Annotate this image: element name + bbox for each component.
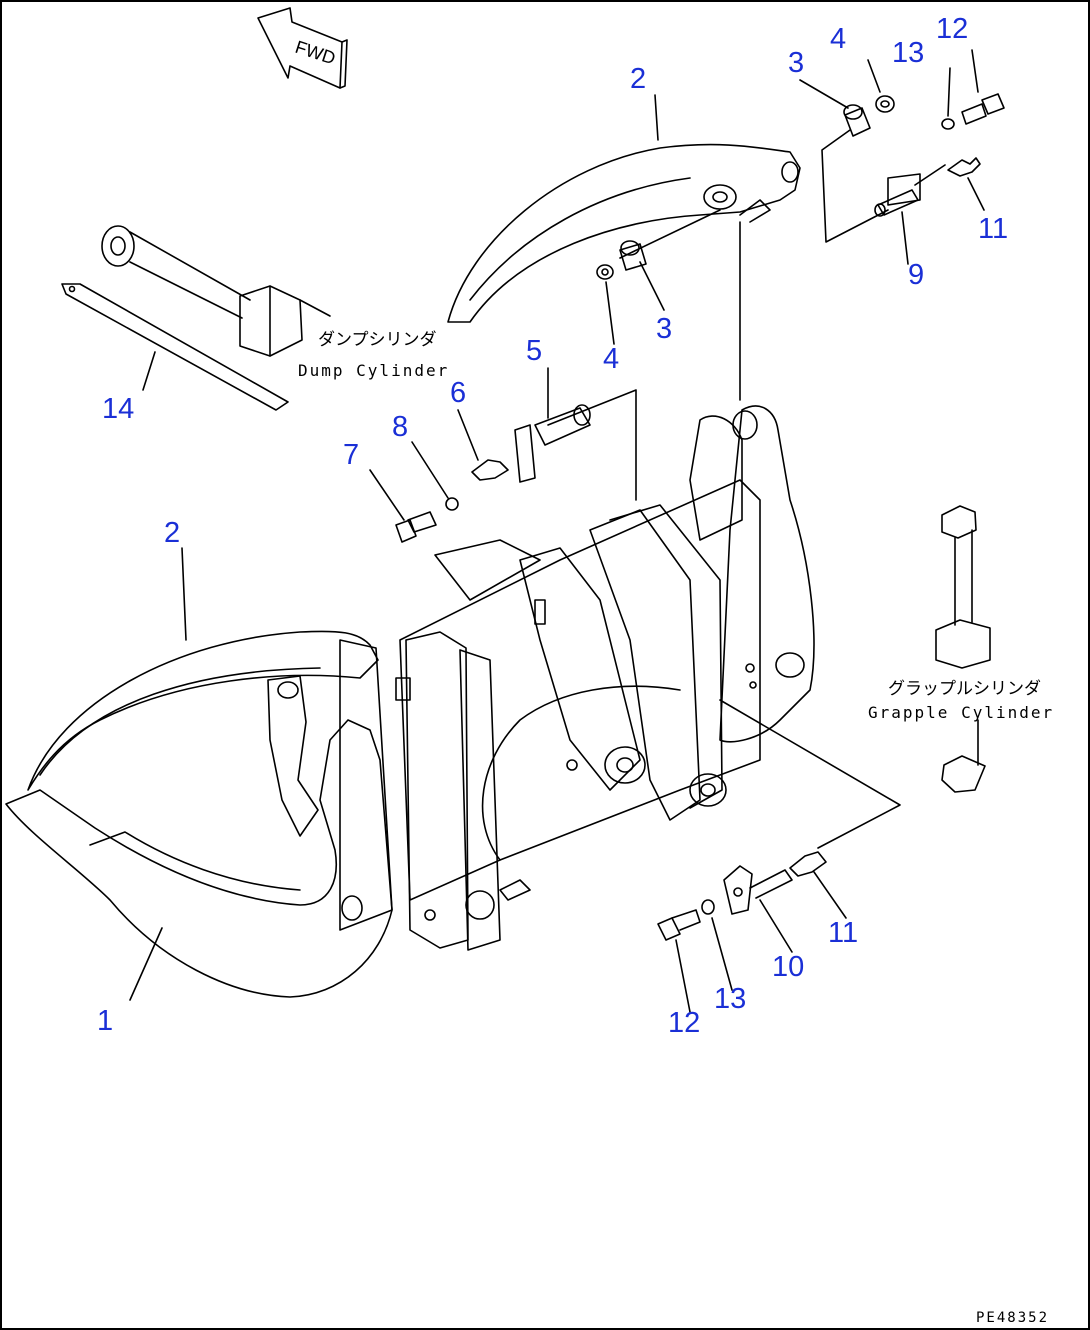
lock-washer-lower [701, 899, 715, 915]
washer-mid [596, 264, 614, 280]
grapple-cylinder [935, 505, 991, 793]
bushing-top [843, 104, 871, 137]
callout-2-lower: 2 [164, 517, 180, 549]
upper-grapple-arm [447, 143, 801, 323]
callout-3-mid: 3 [656, 313, 672, 345]
callout-leaders [129, 49, 985, 1013]
callout-6: 6 [450, 377, 466, 409]
dump-cylinder-label-en: Dump Cylinder [298, 361, 449, 380]
pin-5 [514, 404, 591, 483]
pin-10 [723, 865, 793, 915]
callout-3-top: 3 [788, 47, 804, 79]
dump-cylinder [101, 225, 331, 357]
callout-4-mid: 4 [603, 343, 619, 375]
grease-fitting-lower [789, 851, 827, 877]
grease-fitting-6 [471, 459, 509, 481]
callout-7: 7 [343, 439, 359, 471]
pin-9 [874, 173, 921, 217]
callout-2-upper: 2 [630, 63, 646, 95]
drawing-code: PE48352 [976, 1310, 1049, 1326]
bolt-7 [395, 511, 437, 543]
bolt-lower [657, 909, 701, 941]
callout-13-lower: 13 [714, 983, 746, 1015]
callout-12-lower: 12 [668, 1007, 700, 1039]
callout-12-top: 12 [936, 13, 968, 45]
grapple-cylinder-label-en: Grapple Cylinder [868, 703, 1054, 722]
callout-13-top: 13 [892, 37, 924, 69]
callout-10: 10 [772, 951, 804, 983]
callout-9: 9 [908, 259, 924, 291]
bolt-top [961, 93, 1005, 125]
callout-1: 1 [97, 1005, 113, 1037]
grapple-body [5, 405, 815, 998]
washer-top [875, 95, 895, 113]
callout-4-top: 4 [830, 23, 846, 55]
forward-label: FWD [293, 37, 338, 69]
leader-lines [547, 129, 979, 849]
grease-fitting-top [947, 157, 981, 177]
callout-5: 5 [526, 335, 542, 367]
washer-8 [445, 497, 459, 511]
part-14-strip [61, 283, 289, 411]
lock-washer-top [941, 118, 955, 130]
forward-arrow-icon: FWD [257, 7, 348, 89]
callout-11-top: 11 [978, 213, 1008, 245]
grapple-cylinder-label-jp: グラップルシリンダ [888, 679, 1041, 699]
callout-8: 8 [392, 411, 408, 443]
dump-cylinder-label-jp: ダンプシリンダ [318, 330, 437, 350]
callout-14: 14 [102, 393, 134, 425]
callout-11-lower: 11 [828, 917, 858, 949]
